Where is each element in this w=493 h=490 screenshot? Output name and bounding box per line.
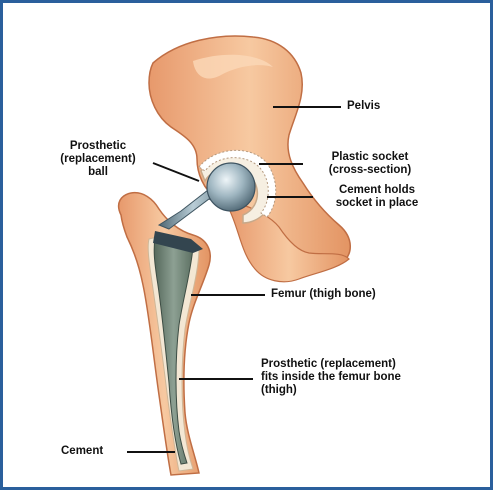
label-pelvis: Pelvis: [347, 100, 380, 113]
prosthetic-ball: [207, 163, 255, 211]
label-prosthetic-stem-line3: (thigh): [261, 384, 401, 397]
label-prosthetic-stem-line2: fits inside the femur bone: [261, 371, 401, 384]
label-plastic-socket-line1: Plastic socket: [307, 151, 433, 164]
label-cement-socket: Cement holds socket in place: [315, 184, 439, 210]
label-prosthetic-stem-line1: Prosthetic (replacement): [261, 358, 401, 371]
label-prosthetic-stem: Prosthetic (replacement) fits inside the…: [261, 358, 401, 397]
label-prosthetic-ball-line3: ball: [43, 166, 153, 179]
label-prosthetic-ball: Prosthetic (replacement) ball: [43, 140, 153, 179]
label-femur: Femur (thigh bone): [271, 288, 376, 301]
hip-replacement-illustration: [3, 3, 490, 487]
label-plastic-socket-line2: (cross-section): [307, 164, 433, 177]
label-cement-socket-line1: Cement holds: [315, 184, 439, 197]
label-cement-socket-line2: socket in place: [315, 197, 439, 210]
label-plastic-socket: Plastic socket (cross-section): [307, 151, 433, 177]
label-prosthetic-ball-line2: (replacement): [43, 153, 153, 166]
label-prosthetic-ball-line1: Prosthetic: [43, 140, 153, 153]
label-cement: Cement: [61, 445, 103, 458]
